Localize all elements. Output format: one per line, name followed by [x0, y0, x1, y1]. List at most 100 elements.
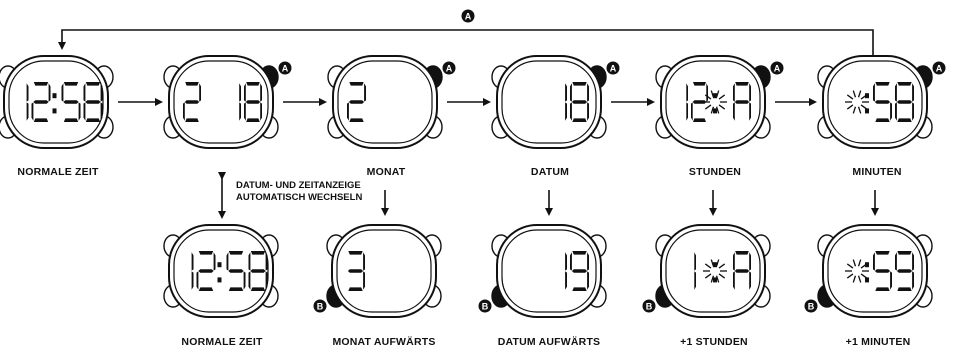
digit [895, 251, 914, 291]
blink-ray [710, 275, 715, 283]
watch-bottom-5: B [804, 224, 933, 318]
segment-f [895, 83, 897, 102]
caption-bottom-3: DATUM AUFWÄRTS [497, 336, 601, 348]
auto-switch-note-line2: AUTOMATISCH WECHSELN [236, 192, 363, 203]
segment-d [875, 287, 890, 291]
button-badge-letter: A [282, 64, 289, 74]
colon-dot-top [713, 262, 717, 268]
segment-e [83, 102, 86, 121]
segment-g [692, 100, 707, 104]
segment-c [686, 102, 688, 121]
digit [694, 252, 696, 290]
watch-case [496, 224, 602, 318]
button-badge-circle [278, 61, 292, 75]
watch-case [168, 224, 274, 318]
button-badge-circle [642, 299, 656, 313]
button-badge-letter: B [646, 302, 653, 312]
segment-b [587, 83, 589, 102]
watch-top-3: A [327, 55, 456, 149]
blink-ray [704, 273, 712, 279]
segment-b [48, 83, 51, 102]
segment-g [874, 100, 891, 104]
watch-bottom-3: B [478, 224, 607, 318]
colon-dot-bottom [52, 108, 57, 114]
segment-e [183, 102, 185, 121]
blink-ray [852, 259, 857, 267]
segment-c [890, 271, 892, 290]
watch-bottom-1 [163, 224, 279, 318]
segment-a [63, 82, 79, 86]
colon-dot-top [217, 262, 222, 268]
caption-top-4: DATUM [530, 166, 570, 178]
blink-ray [715, 106, 720, 114]
segment-b [686, 83, 688, 102]
segment-g [734, 269, 750, 273]
digit [26, 83, 29, 121]
button-a-icon: A [606, 61, 620, 75]
caption-bottom-1: NORMALE ZEIT [181, 336, 263, 348]
segment-b [912, 252, 914, 271]
segment-b [26, 83, 29, 102]
segment-c [191, 271, 194, 290]
colon-dot-top [865, 262, 869, 268]
segment-c [912, 271, 914, 290]
digit [239, 83, 241, 121]
button-badge-circle [932, 61, 946, 75]
caption-bottom-2: MONAT AUFWÄRTS [332, 336, 436, 348]
loop-line [58, 29, 874, 56]
blink-ray [704, 104, 712, 110]
auto-switch-note-line1: DATUM- UND ZEITANZEIGE [236, 180, 361, 191]
segment-a [875, 251, 890, 255]
colon-dot-bottom [865, 108, 869, 114]
watch-top-1 [0, 55, 114, 149]
digit [733, 251, 751, 290]
colon [865, 262, 869, 283]
watch-bezel [501, 229, 597, 313]
segment-f [248, 252, 251, 271]
segment-g [348, 100, 365, 104]
digit [191, 252, 194, 290]
digit [248, 251, 268, 291]
segment-b [199, 83, 201, 102]
digit [31, 82, 51, 122]
segment-a [875, 82, 890, 86]
digit [570, 82, 589, 122]
segment-a [33, 82, 49, 86]
button-badge-letter: B [482, 302, 489, 312]
segment-d [185, 118, 199, 122]
blink-ray [846, 104, 854, 110]
segment-f [83, 83, 86, 102]
watch-bezel [173, 229, 269, 313]
segment-d [198, 287, 214, 291]
watch-top-4: A [491, 55, 620, 149]
segment-e [691, 102, 693, 121]
watch-case [331, 224, 437, 318]
blink-ray [857, 90, 862, 98]
segment-e [733, 271, 735, 290]
blink-ray [718, 273, 726, 279]
segment-d [693, 118, 706, 122]
watch-case [3, 55, 109, 149]
segment-b [706, 83, 708, 102]
segment-d [246, 118, 260, 122]
watch-bezel [337, 60, 433, 144]
button-badge-circle [606, 61, 620, 75]
segment-f [570, 83, 572, 102]
segment-b [100, 83, 103, 102]
segment-d [250, 287, 266, 291]
segment-f [733, 83, 735, 102]
segment-c [749, 102, 751, 121]
segment-g [347, 269, 364, 273]
button-badge-letter: A [936, 64, 943, 74]
segment-a [735, 82, 749, 86]
button-b-icon: B [804, 299, 818, 313]
segment-b [565, 83, 567, 102]
segment-b [191, 252, 194, 271]
segment-f [873, 252, 875, 271]
segment-b [912, 83, 914, 102]
segment-g [571, 100, 588, 104]
blink-ray [857, 106, 862, 114]
blink-ray [718, 94, 726, 100]
button-a-icon: A [770, 61, 784, 75]
